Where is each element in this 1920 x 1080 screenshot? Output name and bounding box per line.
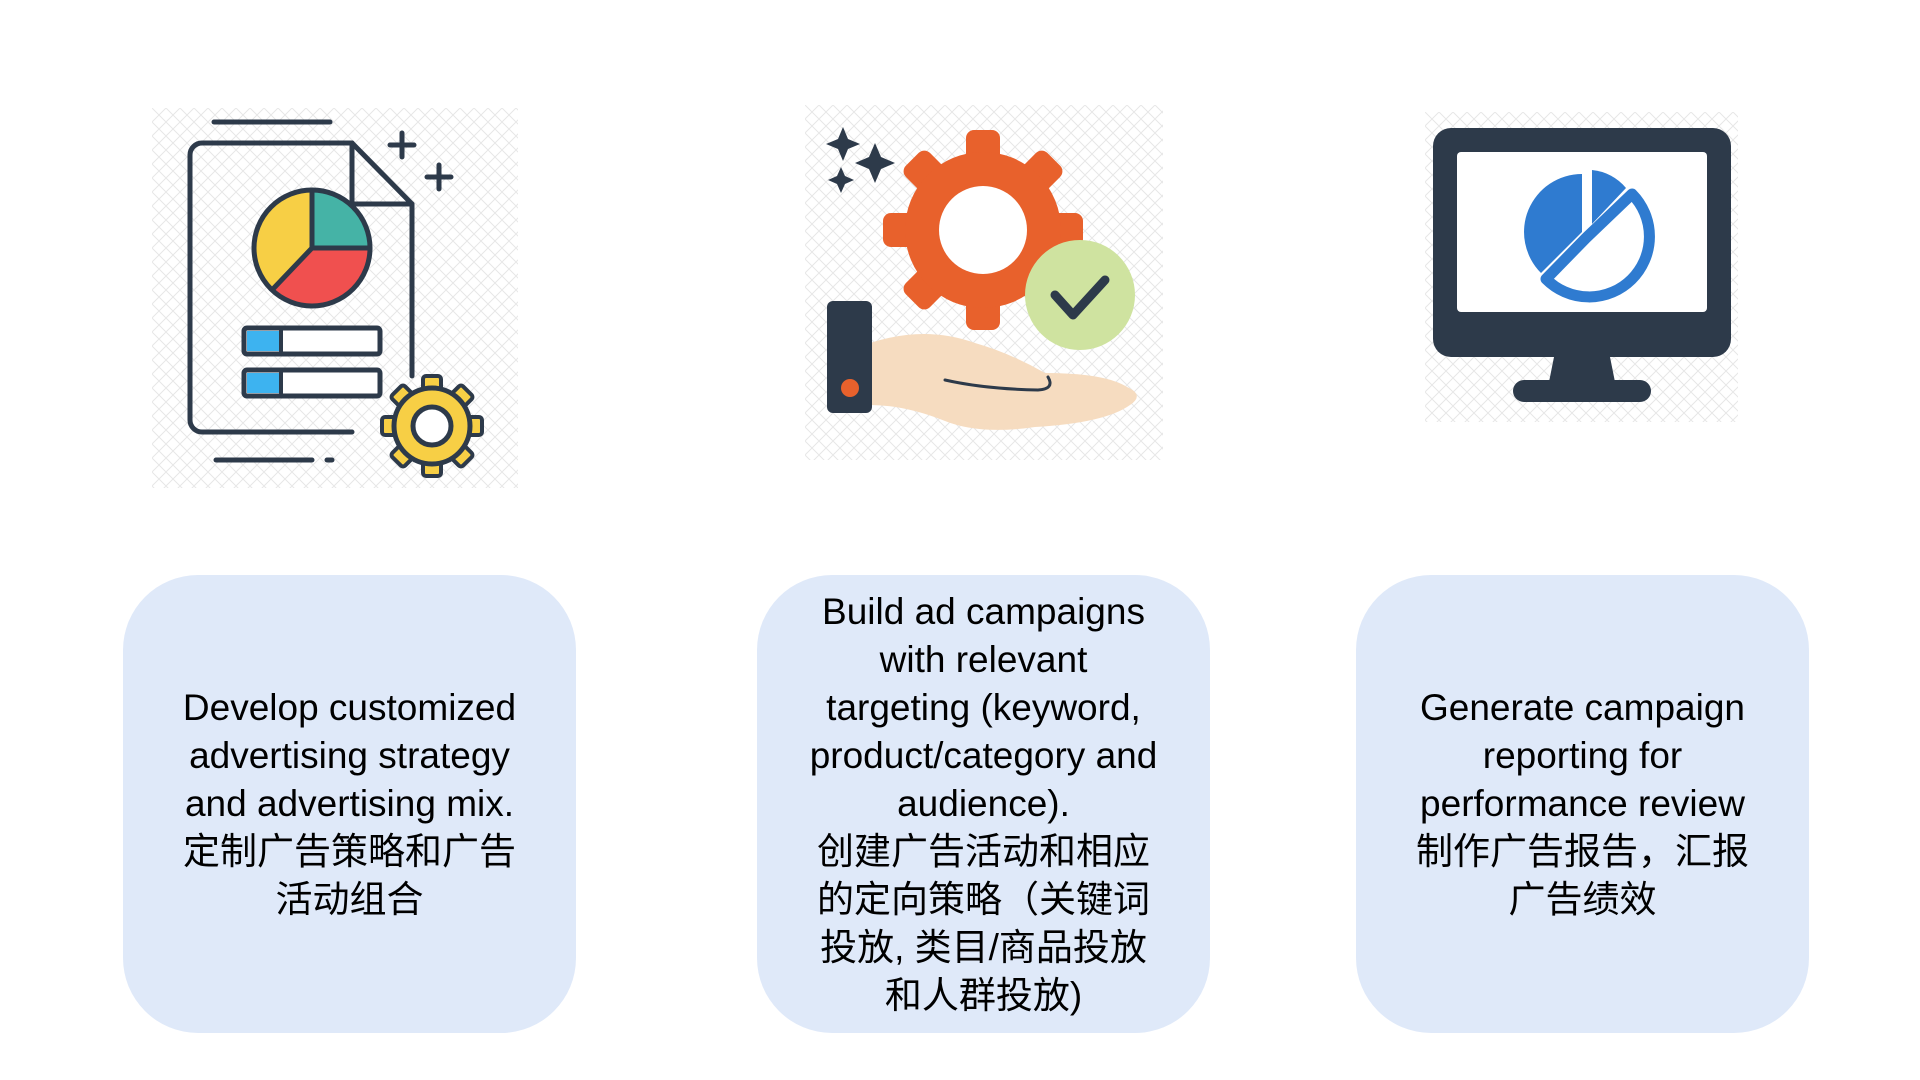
monitor-pie-chart-svg [1425,112,1738,422]
settings-gear [380,374,484,478]
bar-rows [241,325,383,399]
card-line: product/category and [809,735,1158,776]
report-document-icon [152,108,518,488]
card-text: Build ad campaigns with relevant targeting… [777,588,1190,1020]
card-line: audience). [897,783,1070,824]
card-line: with relevant [879,639,1088,680]
gear-hand-check-svg [805,105,1163,460]
card-strategy: Develop customized advertising strategy an… [123,575,576,1033]
card-line: 投放, 类目/商品投放 [820,927,1147,968]
card-reporting: Generate campaign reporting for performanc… [1356,575,1809,1033]
card-line: Generate campaign [1420,687,1745,728]
card-line: advertising strategy [189,735,510,776]
card-line: and advertising mix. [184,783,515,824]
card-line: 的定向策略（关键词 [817,879,1150,920]
gear-hand-check-icon [805,105,1163,460]
report-document-svg [152,108,518,488]
monitor-pie [1524,170,1655,303]
open-hand [827,301,1137,430]
card-line: Build ad campaigns [822,591,1145,632]
card-text: Develop customized advertising strategy an… [143,684,556,924]
card-line: 广告绩效 [1508,879,1657,920]
card-line: 创建广告活动和相应 [817,831,1150,872]
check-badge [1025,240,1135,350]
card-line: reporting for [1482,735,1683,776]
card-text: Generate campaign reporting for performanc… [1376,684,1789,924]
sparkles [826,127,895,193]
card-line: 活动组合 [275,879,424,920]
card-line: 定制广告策略和广告 [183,831,516,872]
card-line: performance review [1420,783,1745,824]
monitor-pie-chart-icon [1425,112,1738,422]
card-line: targeting (keyword, [826,687,1141,728]
card-line: Develop customized [182,687,517,728]
card-campaigns: Build ad campaigns with relevant targeting… [757,575,1210,1033]
card-line: 和人群投放) [884,975,1083,1016]
pie-chart [251,187,373,309]
card-line: 制作广告报告，汇报 [1416,831,1749,872]
